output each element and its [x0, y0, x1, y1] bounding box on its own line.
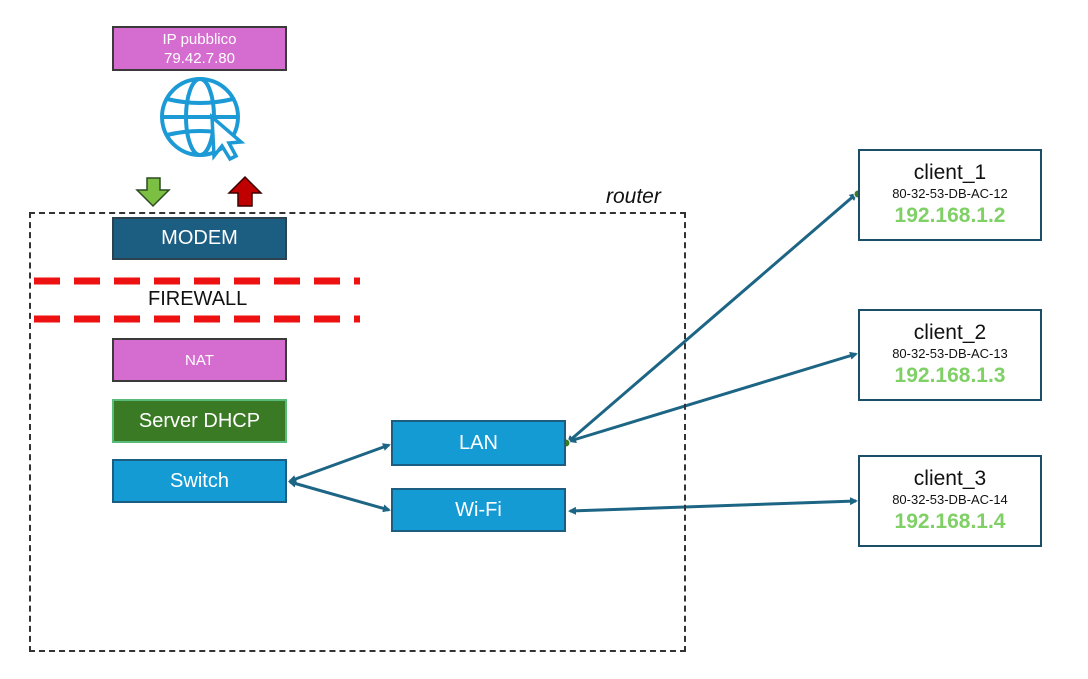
- dhcp-server-box: Server DHCP: [112, 399, 287, 443]
- wifi-client3-link: [568, 497, 858, 515]
- public-ip-label: IP pubblico: [162, 30, 237, 48]
- client-card-1: client_1 80-32-53-DB-AC-12 192.168.1.2: [858, 149, 1042, 241]
- dhcp-label: Server DHCP: [138, 409, 261, 432]
- firewall-label: FIREWALL: [148, 288, 248, 310]
- modem-box: MODEM: [112, 217, 287, 260]
- client-ip: 192.168.1.2: [894, 204, 1006, 227]
- modem-label: MODEM: [161, 227, 238, 249]
- switch-lan-link: [288, 443, 391, 483]
- client-ip: 192.168.1.3: [894, 364, 1006, 387]
- wifi-label: Wi-Fi: [455, 498, 502, 521]
- lan-box: LAN: [391, 420, 566, 466]
- nat-label: NAT: [185, 351, 214, 369]
- public-ip-address: 79.42.7.80: [164, 49, 235, 67]
- client-name: client_1: [913, 161, 987, 184]
- client-card-2: client_2 80-32-53-DB-AC-13 192.168.1.3: [858, 309, 1042, 401]
- download-arrow-icon: [135, 177, 171, 208]
- upload-arrow-icon: [227, 175, 263, 207]
- nat-box: NAT: [112, 338, 287, 382]
- switch-wifi-link: [288, 479, 391, 513]
- public-ip-box: IP pubblico 79.42.7.80: [112, 26, 287, 71]
- wifi-box: Wi-Fi: [391, 488, 566, 532]
- client-ip: 192.168.1.4: [894, 510, 1006, 533]
- client-mac: 80-32-53-DB-AC-13: [892, 346, 1008, 361]
- router-frame: [29, 212, 686, 652]
- client-card-3: client_3 80-32-53-DB-AC-14 192.168.1.4: [858, 455, 1042, 547]
- client-mac: 80-32-53-DB-AC-12: [892, 186, 1008, 201]
- client-mac: 80-32-53-DB-AC-14: [892, 492, 1008, 507]
- lan-label: LAN: [459, 431, 498, 454]
- router-label: router: [606, 185, 661, 208]
- client-name: client_3: [913, 467, 987, 490]
- switch-box: Switch: [112, 459, 287, 503]
- lan-client2-link: [568, 351, 858, 444]
- switch-label: Switch: [170, 469, 229, 492]
- globe-cursor-icon: [160, 77, 246, 162]
- client-name: client_2: [913, 321, 987, 344]
